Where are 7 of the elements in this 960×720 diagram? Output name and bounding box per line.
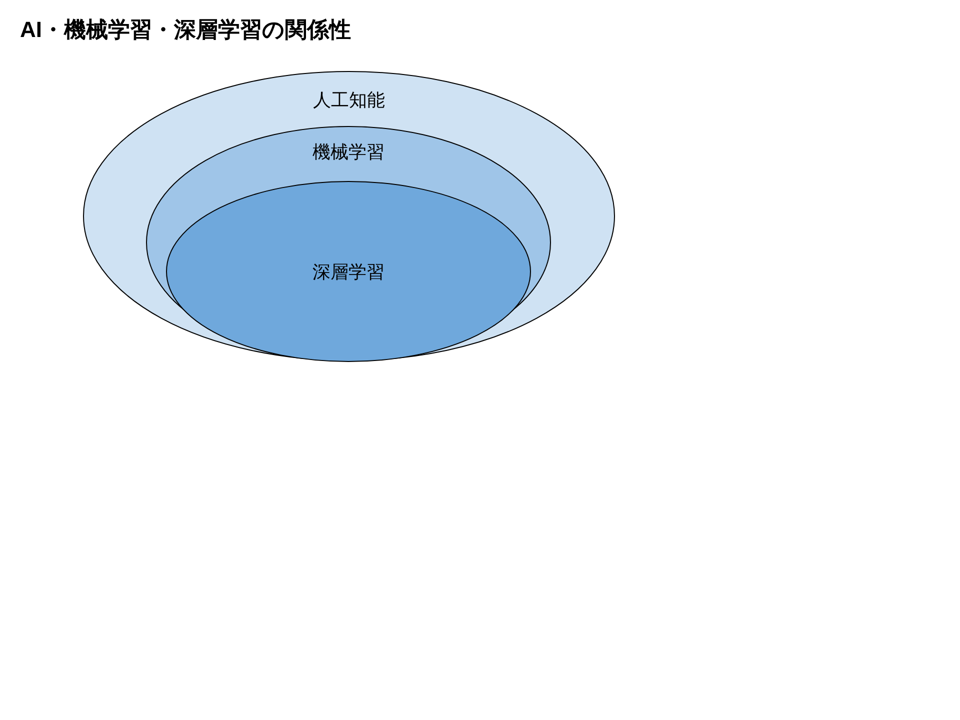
- ellipse-region: [83, 71, 615, 361]
- ellipse-region: [146, 126, 551, 359]
- region-label: 機械学習: [312, 142, 384, 162]
- region-label: 深層学習: [312, 262, 384, 282]
- ellipse-region: [166, 181, 531, 362]
- region-label: 人工知能: [313, 90, 385, 110]
- title: AI・機械学習・深層学習の関係性: [20, 17, 351, 43]
